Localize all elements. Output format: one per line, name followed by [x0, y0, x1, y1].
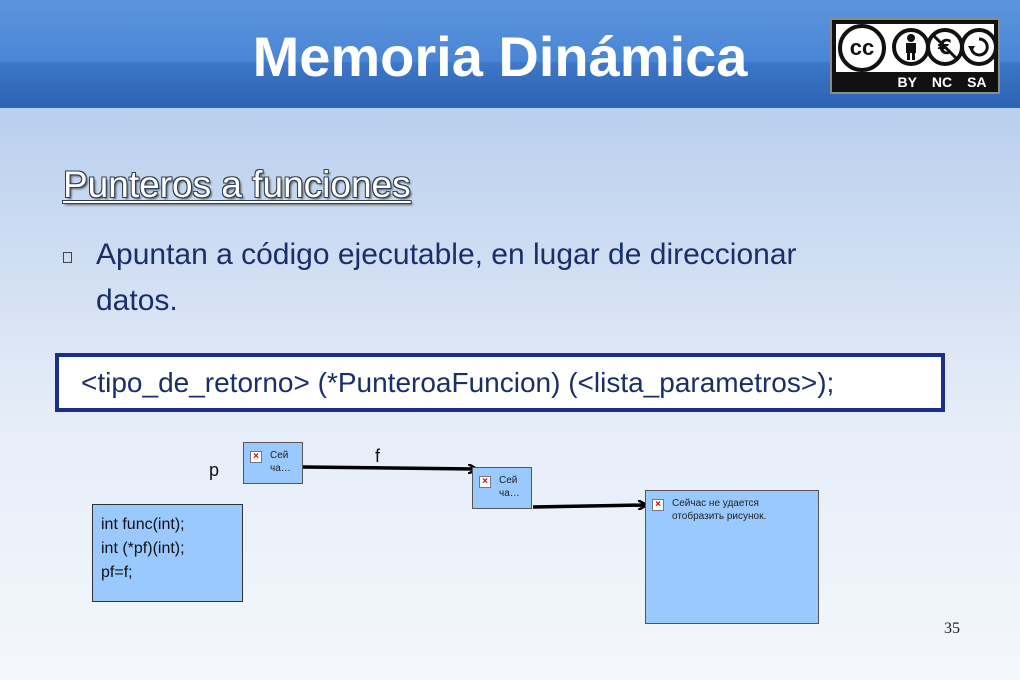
code-line: int (*pf)(int);: [101, 540, 185, 557]
pointer-box-f: × Сей ча…: [472, 467, 532, 509]
cc-label-nc: NC: [931, 74, 953, 90]
cc-badge-labels: BY NC SA: [890, 72, 994, 92]
image-placeholder-text: Сей ча…: [499, 475, 520, 499]
no-dollar-glyph: €: [932, 34, 958, 60]
broken-image-icon: ×: [250, 451, 262, 463]
pointer-box-p: × Сей ча…: [243, 442, 303, 484]
cc-badge-symbols: cc €: [836, 24, 998, 72]
cc-icon-text: cc: [849, 35, 875, 60]
arrow-pf-to-f: [302, 467, 476, 469]
function-code-box: × Сейчас не удается отобразить рисунок.: [645, 490, 819, 624]
bullet-text: Apuntan a código ejecutable, en lugar de…: [96, 238, 797, 317]
share-alike-icon: [960, 28, 998, 66]
image-placeholder-text: Сей ча…: [270, 450, 291, 474]
code-line: pf=f;: [101, 564, 133, 581]
syntax-box: <tipo_de_retorno> (*PunteroaFuncion) (<l…: [55, 353, 945, 412]
broken-image-icon: ×: [479, 476, 491, 488]
page-number: 35: [944, 620, 960, 637]
slide-title: Memoria Dinámica: [252, 25, 748, 88]
no-dollar-icon: €: [926, 28, 964, 66]
arrow-f-to-func: [532, 505, 646, 507]
cc-label-by: BY: [897, 74, 917, 90]
cc-icon: cc: [838, 24, 886, 72]
code-box: int func(int); int (*pf)(int); pf=f;: [92, 504, 243, 602]
cc-label-sa: SA: [967, 74, 987, 90]
broken-image-icon: ×: [652, 499, 664, 511]
bullet-marker: [63, 252, 72, 263]
cc-license-badge: cc € BY NC SA: [830, 18, 1000, 94]
share-alike-glyph: [968, 37, 989, 57]
section-heading: Punteros a funciones: [63, 164, 411, 205]
person-glyph: [906, 34, 916, 60]
syntax-text: <tipo_de_retorno> (*PunteroaFuncion) (<l…: [81, 366, 835, 398]
person-icon: [892, 28, 930, 66]
image-placeholder-text: Сейчас не удается отобразить рисунок.: [672, 498, 767, 522]
label-p: p: [209, 460, 220, 480]
label-f: f: [375, 446, 381, 466]
code-line: int func(int);: [101, 516, 185, 533]
